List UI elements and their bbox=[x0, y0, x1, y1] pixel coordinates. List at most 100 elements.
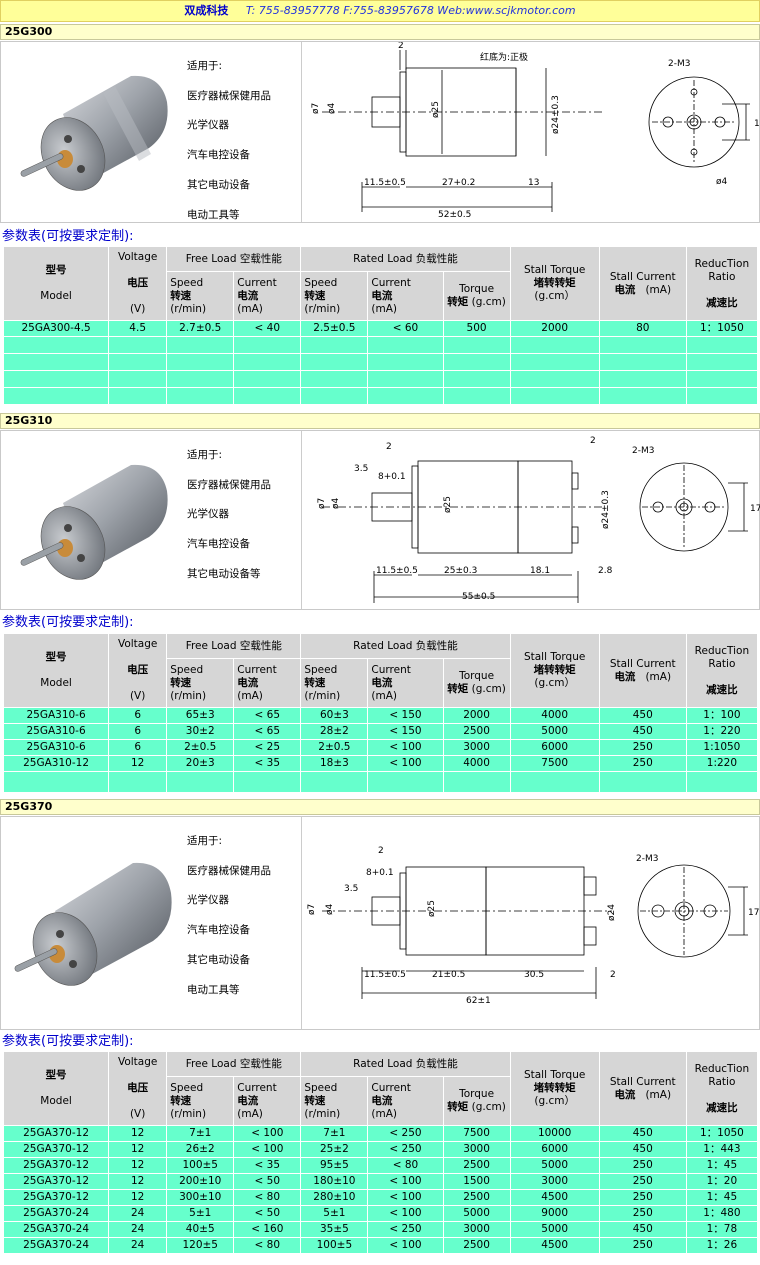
cell: < 160 bbox=[234, 1222, 301, 1237]
th-current-cn: 电流 bbox=[237, 676, 259, 689]
th-current-unit: (mA) bbox=[371, 302, 398, 315]
cell: 450 bbox=[599, 1126, 686, 1141]
dim-label: 17 bbox=[748, 908, 759, 918]
th-stall-torque-cn: 堵转转矩 bbox=[533, 1082, 576, 1094]
th-stall-current-cn: 电流 bbox=[614, 670, 636, 683]
cell: 1：78 bbox=[686, 1222, 757, 1237]
cell: 9000 bbox=[510, 1206, 599, 1221]
th-stall-current-en: Stall Current bbox=[609, 657, 676, 670]
dim-label: 2 bbox=[610, 970, 616, 980]
cell: < 80 bbox=[368, 1158, 443, 1173]
th-free-load: Free Load 空载性能 bbox=[167, 634, 301, 658]
cell: 2500 bbox=[443, 1158, 510, 1173]
dim-label: 18.1 bbox=[530, 566, 550, 576]
dim-label: 8+0.1 bbox=[366, 868, 394, 878]
cell: 5±1 bbox=[167, 1206, 234, 1221]
app-item: 医疗器械保健用品 bbox=[187, 864, 271, 877]
cell: 6000 bbox=[510, 1142, 599, 1157]
th-model-cn: 型号 bbox=[45, 264, 67, 276]
cell: 300±10 bbox=[167, 1190, 234, 1205]
empty-row bbox=[4, 371, 757, 387]
cell: 4000 bbox=[510, 708, 599, 723]
cell: 5000 bbox=[510, 1158, 599, 1173]
cell: 2±0.5 bbox=[167, 740, 234, 755]
th-voltage-en: Voltage bbox=[117, 638, 158, 650]
cell: < 50 bbox=[234, 1174, 301, 1189]
cell: 4500 bbox=[510, 1190, 599, 1205]
dim-label: 2 bbox=[590, 436, 596, 446]
cell: 7500 bbox=[510, 756, 599, 771]
cell: < 250 bbox=[368, 1142, 443, 1157]
th-voltage-unit: (V) bbox=[129, 303, 146, 315]
th-rated-load: Rated Load 负载性能 bbox=[301, 634, 510, 658]
dim-label: 8+0.1 bbox=[378, 472, 406, 482]
cell: 1：1050 bbox=[686, 1126, 757, 1141]
cell: 6000 bbox=[510, 740, 599, 755]
product-panel-25g370: 适用于: 医疗器械保健用品 光学仪器 汽车电控设备 其它电动设备 电动工具等 bbox=[0, 816, 760, 1030]
cell: 2500 bbox=[443, 724, 510, 739]
cell: 12 bbox=[109, 1158, 167, 1173]
contact-info: T: 755-83957778 F:755-83957678 Web:www.s… bbox=[245, 4, 576, 17]
cell: 28±2 bbox=[301, 724, 368, 739]
dim-label: ø7 bbox=[317, 498, 327, 509]
dim-label: ø4 bbox=[325, 903, 335, 915]
cell: < 100 bbox=[368, 1238, 443, 1253]
dim-label: ø4 bbox=[331, 497, 341, 509]
th-speed-unit: (r/min) bbox=[304, 302, 341, 315]
th-voltage-unit: (V) bbox=[129, 690, 146, 702]
dim-label: ø25 bbox=[443, 496, 453, 513]
th-torque-unit: (g.cm) bbox=[471, 683, 506, 695]
th-speed-cn: 转速 bbox=[304, 289, 326, 302]
th-stall-current-cn: 电流 bbox=[614, 1088, 636, 1101]
th-stall-current-en: Stall Current bbox=[609, 270, 676, 283]
th-voltage-cn: 电压 bbox=[127, 1082, 149, 1094]
cell: 1：1050 bbox=[686, 321, 757, 336]
app-item: 电动工具等 bbox=[187, 983, 240, 996]
app-item: 其它电动设备 bbox=[187, 178, 250, 191]
cell: 4.5 bbox=[109, 321, 167, 336]
dim-label: ø4 bbox=[327, 102, 337, 114]
cell: 1：100 bbox=[686, 708, 757, 723]
dim-label: 25±0.3 bbox=[444, 566, 477, 576]
th-model-en: Model bbox=[40, 290, 72, 302]
drawing-note: 红底为:正极 bbox=[480, 51, 528, 63]
cell: < 150 bbox=[368, 724, 443, 739]
th-ratio-en: ReducTion Ratio bbox=[694, 257, 750, 283]
th-torque-cn: 转矩 bbox=[447, 683, 469, 695]
th-current-en: Current bbox=[237, 663, 277, 676]
table-title: 参数表(可按要求定制): bbox=[2, 615, 134, 630]
cell: 12 bbox=[109, 1174, 167, 1189]
th-speed-unit: (r/min) bbox=[304, 1107, 341, 1120]
dim-label: ø4 bbox=[716, 177, 728, 187]
cell: 7±1 bbox=[167, 1126, 234, 1141]
cell: 10000 bbox=[510, 1126, 599, 1141]
dim-label: 17 bbox=[750, 504, 760, 514]
dim-label: 2.8 bbox=[598, 566, 613, 576]
cell: 100±5 bbox=[301, 1238, 368, 1253]
cell: 5±1 bbox=[301, 1206, 368, 1221]
drawing-svg: 3.5 2 8+0.1 11.5±0.5 21±0.5 30.5 2 62±1 … bbox=[307, 846, 759, 1006]
cell: 2.7±0.5 bbox=[167, 321, 234, 336]
cell: 25GA370-12 bbox=[4, 1174, 109, 1189]
cell: 26±2 bbox=[167, 1142, 234, 1157]
product-panel-25g300: 适用于: 医疗器械保健用品 光学仪器 汽车电控设备 其它电动设备 电动工具等 bbox=[0, 41, 760, 223]
th-ratio-en: ReducTion Ratio bbox=[694, 644, 750, 670]
empty-row bbox=[4, 388, 757, 404]
cell: 6 bbox=[109, 740, 167, 755]
cell: 4500 bbox=[510, 1238, 599, 1253]
th-stall-torque-cn: 堵转转矩 bbox=[533, 664, 576, 676]
dim-label: ø24±0.3 bbox=[551, 95, 561, 134]
th-torque-unit: (g.cm) bbox=[471, 1101, 506, 1113]
cell: < 65 bbox=[234, 708, 301, 723]
cell: 25GA310-6 bbox=[4, 724, 109, 739]
th-stall-torque-en: Stall Torque bbox=[523, 1069, 586, 1081]
th-model-en: Model bbox=[40, 1095, 72, 1107]
cell: 250 bbox=[599, 1238, 686, 1253]
dim-label: 62±1 bbox=[466, 996, 491, 1006]
